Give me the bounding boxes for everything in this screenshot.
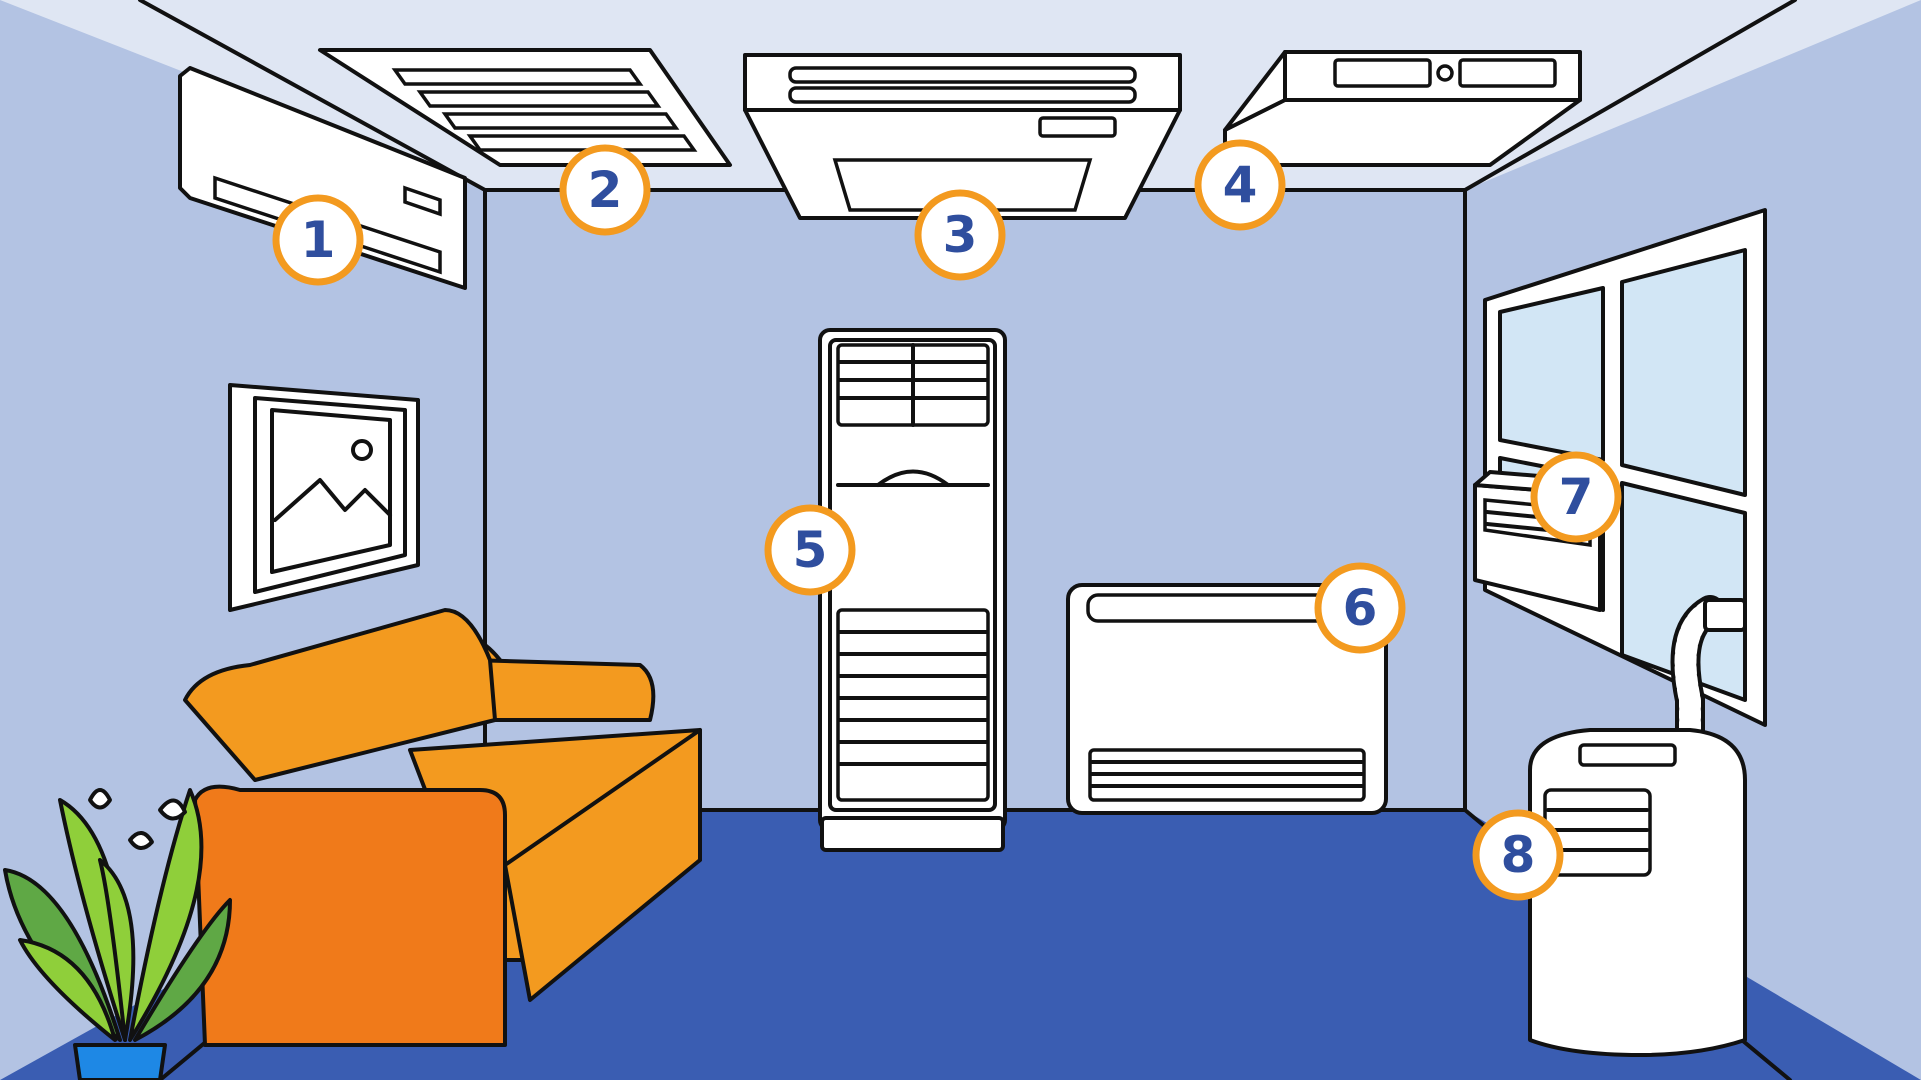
ducted-ac-icon	[1223, 50, 1582, 167]
ceiling-suspended-ac-icon	[743, 53, 1182, 220]
badge-2-label: 2	[588, 161, 623, 219]
floor-console-ac-icon	[1066, 583, 1388, 815]
badge-6: 6	[1314, 562, 1406, 654]
badge-2: 2	[559, 144, 651, 236]
badge-8-label: 8	[1501, 826, 1536, 884]
badge-1-label: 1	[301, 211, 336, 269]
ceiling-cassette-ac-icon	[318, 48, 732, 167]
plant-icon	[3, 788, 232, 1080]
badge-5: 5	[764, 504, 856, 596]
badge-4: 4	[1194, 139, 1286, 231]
badge-6-label: 6	[1343, 579, 1378, 637]
sofa-icon	[183, 608, 702, 1047]
floor-standing-ac-icon	[818, 328, 1007, 852]
wall-picture-icon	[228, 383, 420, 612]
badge-7-label: 7	[1559, 468, 1594, 526]
badge-3: 3	[914, 189, 1006, 281]
badge-7: 7	[1530, 451, 1622, 543]
badge-1: 1	[272, 194, 364, 286]
badge-5-label: 5	[793, 521, 828, 579]
portable-ac-icon	[1528, 595, 1747, 1057]
badge-8: 8	[1472, 809, 1564, 901]
badge-3-label: 3	[943, 206, 978, 264]
plant-pot	[73, 1043, 167, 1080]
badge-4-label: 4	[1223, 156, 1258, 214]
